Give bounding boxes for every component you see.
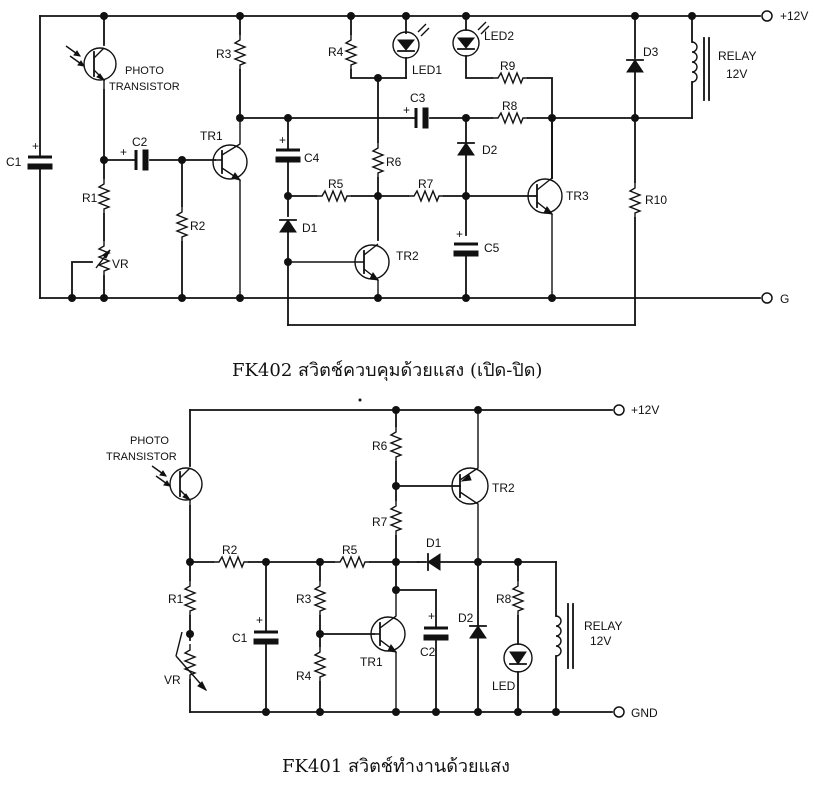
top-caption: FK402 สวิตช์ควบคุมด้วยแสง (เปิด-ปิด): [232, 360, 542, 381]
bottom-plus-label: +12V: [631, 403, 659, 417]
bottom-photo-label-2: TRANSISTOR: [106, 451, 177, 463]
top-d2-label: D2: [482, 143, 498, 157]
svg-text:+: +: [120, 145, 127, 159]
top-d1-label: D1: [302, 221, 318, 235]
top-led1-label: LED1: [412, 63, 442, 77]
top-junction-dots: [68, 12, 696, 302]
bottom-relay-label-1: RELAY: [584, 619, 622, 633]
top-ground-label: G: [780, 292, 789, 306]
svg-text:+: +: [428, 609, 435, 623]
bottom-r5-label: R5: [342, 543, 358, 557]
top-tr3-label: TR3: [566, 189, 589, 203]
top-c1-label: C1: [6, 155, 22, 169]
top-photo-label-1: PHOTO: [125, 65, 164, 77]
bottom-ground-label: GND: [631, 706, 658, 720]
bottom-r1-label: R1: [168, 592, 184, 606]
bottom-d2-label: D2: [458, 611, 474, 625]
top-r9-label: R9: [500, 59, 516, 73]
bottom-r7-label: R7: [372, 515, 388, 529]
svg-text:+: +: [456, 227, 463, 241]
top-r10-label: R10: [645, 193, 667, 207]
top-tr1-label: TR1: [200, 129, 223, 143]
top-relay-label-2: 12V: [726, 67, 747, 81]
top-r7-label: R7: [418, 177, 434, 191]
bottom-tr1-label: TR1: [360, 655, 383, 669]
bottom-r6-label: R6: [372, 439, 388, 453]
top-c4-label: C4: [304, 151, 320, 165]
top-r4-label: R4: [328, 45, 344, 59]
bottom-plus-terminal: [613, 404, 625, 416]
svg-text:+: +: [256, 613, 263, 627]
top-r2-label: R2: [190, 219, 206, 233]
bottom-junction-dots: [186, 406, 560, 716]
bottom-r2-label: R2: [222, 543, 238, 557]
top-photo-label-2: TRANSISTOR: [109, 81, 180, 93]
bottom-r3-label: R3: [296, 592, 312, 606]
bottom-caption: FK401 สวิตช์ทำงานด้วยแสง: [282, 756, 510, 777]
fk401-circuit: + +: [106, 403, 659, 720]
top-r6-label: R6: [386, 155, 402, 169]
bottom-ground-terminal: [613, 706, 625, 718]
bottom-c2-label: C2: [420, 645, 436, 659]
bottom-c1-label: C1: [232, 631, 248, 645]
top-ground-terminal: [761, 292, 773, 304]
top-r5-label: R5: [328, 177, 344, 191]
top-d3-label: D3: [643, 45, 659, 59]
top-tr2-label: TR2: [396, 249, 419, 263]
svg-text:+: +: [279, 133, 286, 147]
top-r8-label: R8: [502, 99, 518, 113]
bottom-d1-label: D1: [426, 536, 442, 550]
top-r1-label: R1: [82, 191, 98, 205]
top-plus-label: +12V: [780, 9, 808, 23]
top-c2-label: C2: [132, 135, 148, 149]
bottom-r4-label: R4: [296, 669, 312, 683]
bottom-r8-label: R8: [496, 592, 512, 606]
bottom-tr2-label: TR2: [492, 481, 515, 495]
top-r3-label: R3: [216, 47, 232, 61]
bottom-vr-label: VR: [164, 673, 181, 687]
top-c5-label: C5: [484, 241, 500, 255]
bottom-relay-label-2: 12V: [590, 634, 611, 648]
top-led2-label: LED2: [484, 29, 514, 43]
top-relay-label-1: RELAY: [718, 49, 756, 63]
svg-text:+: +: [403, 103, 410, 117]
top-vr-label: VR: [112, 257, 129, 271]
top-c3-label: C3: [410, 91, 426, 105]
svg-text:+: +: [32, 139, 39, 153]
bottom-photo-label-1: PHOTO: [130, 435, 169, 447]
fk402-circuit: + +: [6, 9, 808, 326]
bottom-led-label: LED: [492, 679, 516, 693]
top-plus-terminal: [761, 10, 773, 22]
